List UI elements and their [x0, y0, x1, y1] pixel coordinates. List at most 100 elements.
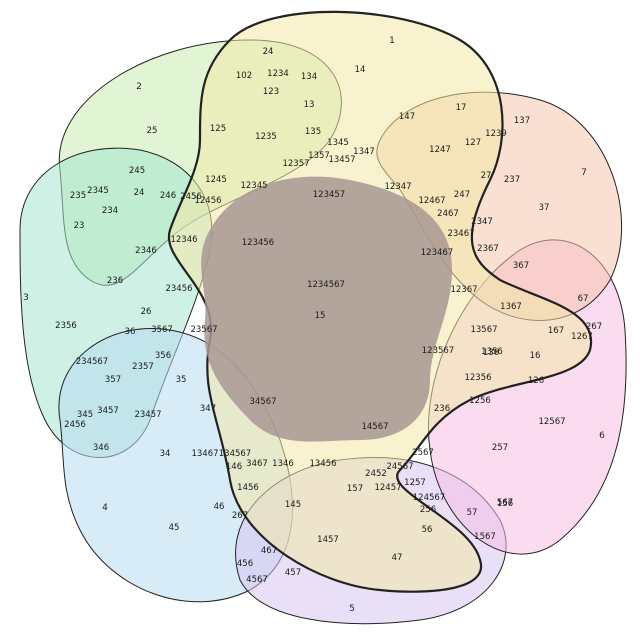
- region-label: 46: [214, 502, 225, 512]
- region-label: 1456: [237, 483, 259, 493]
- region-label: 4567: [246, 575, 268, 585]
- region-label: 2367: [477, 244, 499, 254]
- region-label: 123457: [313, 190, 345, 200]
- region-label: 345: [77, 410, 93, 420]
- region-label: 1256: [469, 396, 491, 406]
- region-label: 134567: [219, 449, 251, 459]
- region-label: 1239: [485, 129, 507, 139]
- region-label: 246: [160, 191, 176, 201]
- region-label: 456: [237, 559, 253, 569]
- region-label: 23567: [190, 325, 217, 335]
- region-label: 23456: [165, 284, 192, 294]
- region-label: 37: [539, 203, 550, 213]
- region-label: 2347: [471, 217, 493, 227]
- region-label: 12346: [170, 235, 197, 245]
- region-label: 457: [285, 568, 301, 578]
- region-label: 2567: [412, 448, 434, 458]
- region-label: 3457: [97, 406, 119, 416]
- region-label: 125: [210, 124, 226, 134]
- region-label: 23: [74, 221, 85, 231]
- region-label: 236: [107, 276, 123, 286]
- region-label: 23457: [134, 410, 161, 420]
- region-label: 15: [315, 311, 326, 321]
- region-label: 24: [134, 188, 145, 198]
- set-label: 4: [102, 503, 108, 513]
- region-label: 156: [497, 499, 513, 509]
- region-label: 2467: [437, 209, 459, 219]
- region-label: 137: [514, 116, 530, 126]
- set-label: 5: [349, 604, 355, 614]
- region-label: 14: [355, 65, 366, 75]
- region-label: 45: [169, 523, 180, 533]
- region-label: 1347: [353, 147, 375, 157]
- region-label: 2345: [87, 186, 109, 196]
- region-label: 1367: [500, 302, 522, 312]
- region-label: 1234: [267, 69, 289, 79]
- region-label: 1457: [317, 535, 339, 545]
- region-label: 13456: [309, 459, 336, 469]
- region-label: 2456: [180, 192, 202, 202]
- region-label: 2357: [132, 362, 154, 372]
- region-label: 12567: [538, 417, 565, 427]
- region-label: 35: [176, 375, 187, 385]
- region-label: 1257: [404, 478, 426, 488]
- region-label: 57: [467, 508, 478, 518]
- region-label: 236: [434, 404, 450, 414]
- region-label: 2346: [135, 246, 157, 256]
- set-label: 2: [136, 82, 142, 92]
- region-label: 1234567: [307, 280, 345, 290]
- region-label: 146: [226, 462, 242, 472]
- region-label: 1346: [272, 459, 294, 469]
- region-label: 25: [147, 126, 158, 136]
- set-label: 3: [23, 293, 29, 303]
- region-label: 12347: [384, 182, 411, 192]
- region-label: 1356: [481, 347, 503, 357]
- set-label: 1: [389, 36, 395, 46]
- region-label: 47: [392, 553, 403, 563]
- region-label: 23467: [447, 229, 474, 239]
- region-label: 567: [497, 498, 513, 508]
- region-label: 102: [236, 71, 252, 81]
- region-label: 357: [105, 375, 121, 385]
- region-label: 267: [232, 511, 248, 521]
- region-label: 13: [304, 100, 315, 110]
- region-label: 27: [481, 171, 492, 181]
- region-label: 56: [422, 525, 433, 535]
- region-label: 123467: [421, 248, 453, 258]
- region-label: 24567: [386, 462, 413, 472]
- region-label: 245: [129, 166, 145, 176]
- region-label: 12467: [418, 196, 445, 206]
- region-label: 3567: [151, 325, 173, 335]
- region-label: 26: [141, 307, 152, 317]
- region-label: 367: [513, 261, 529, 271]
- region-label: 12367: [450, 285, 477, 295]
- region-label: 24: [263, 47, 274, 57]
- region-label: 13567: [470, 325, 497, 335]
- region-label: 12345: [240, 181, 267, 191]
- region-label: 267: [586, 322, 602, 332]
- region-label: 14567: [361, 422, 388, 432]
- region-label: 34: [160, 449, 171, 459]
- region-label: 124567: [413, 493, 445, 503]
- region-label: 13457: [328, 155, 355, 165]
- region-label: 157: [347, 484, 363, 494]
- region-label: 12456: [194, 196, 221, 206]
- region-label: 467: [261, 546, 277, 556]
- region-label: 36: [125, 327, 136, 337]
- region-label: 134: [301, 72, 317, 82]
- region-label: 237: [504, 175, 520, 185]
- region-label: 127: [465, 138, 481, 148]
- region-label: 12457: [374, 483, 401, 493]
- region-label: 123567: [422, 346, 454, 356]
- region-label: 2452: [365, 469, 387, 479]
- region-label: 13467: [191, 449, 218, 459]
- region-label: 347: [200, 404, 216, 414]
- region-label: 3467: [246, 459, 268, 469]
- region-label: 2456: [64, 420, 86, 430]
- region-label: 12357: [282, 159, 309, 169]
- region-label: 1247: [429, 145, 451, 155]
- region-label: 356: [155, 351, 171, 361]
- set-label: 7: [581, 168, 587, 178]
- set-label: 6: [599, 431, 605, 441]
